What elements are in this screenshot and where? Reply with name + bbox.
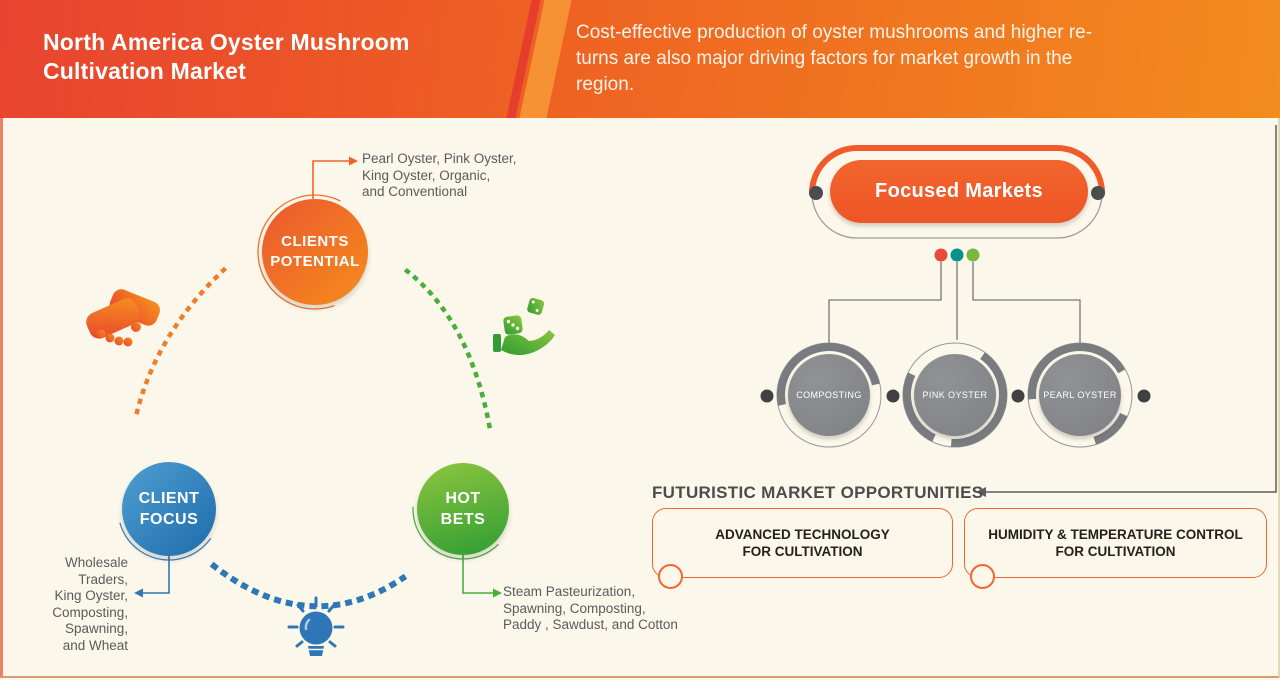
note-line: Paddy , Sawdust, and Cotton [503, 617, 678, 632]
page-title-line: North America Oyster Mushroom [43, 29, 410, 55]
header-description-line: region. [576, 74, 635, 95]
legend-dot-teal [950, 248, 964, 262]
note-line: and Wheat [62, 637, 128, 653]
lightbulb-icon [287, 596, 345, 656]
market-circle-composting: COMPOSTING [788, 354, 870, 436]
note-line: Spawning, Composting, [503, 600, 646, 616]
opportunity-box-line: HUMIDITY & TEMPERATURE CONTROL [988, 527, 1243, 542]
clients-potential-circle: CLIENTS POTENTIAL [262, 199, 368, 305]
orange-dotted-arc [134, 262, 232, 415]
hot-bets-callout-line [462, 555, 502, 598]
opportunities-heading: FUTURISTIC MARKET OPPORTUNITIES [652, 483, 984, 502]
circle-label-line: HOT [445, 490, 481, 507]
note-line: King Oyster, Organic, [362, 167, 491, 183]
note-line: Traders, [78, 571, 128, 587]
arrow-right-icon [349, 156, 358, 166]
focused-markets-pill: Focused Markets [830, 160, 1088, 223]
circle-label-line: FOCUS [139, 511, 199, 528]
arrow-left-icon [134, 588, 143, 598]
client-focus-circle: CLIENT FOCUS [122, 462, 216, 556]
note-line: King Oyster, [54, 588, 128, 603]
page-title-line: Cultivation Market [43, 58, 246, 84]
arrow-right-icon [493, 588, 502, 598]
opportunity-box-line: ADVANCED TECHNOLOGY [715, 527, 890, 542]
tree-connector [828, 262, 1081, 344]
circle-label-line: CLIENTS [281, 233, 349, 250]
focused-markets-label: Focused Markets [875, 180, 1043, 202]
header-description: Cost-effective production of oyster mush… [576, 20, 1092, 98]
header-banner: North America Oyster Mushroom Cultivatio… [0, 0, 1280, 118]
circle-label-line: CLIENT [138, 490, 200, 507]
legend-dot-green [966, 248, 980, 262]
hot-bets-note: Steam Pasteurization, Spawning, Composti… [503, 584, 678, 634]
green-dotted-arc [403, 267, 494, 438]
market-circle-label: COMPOSTING [796, 390, 862, 400]
market-circle-pink-oyster: PINK OYSTER [914, 354, 996, 436]
note-line: Spawning, [64, 621, 128, 636]
note-line: Wholesale [64, 555, 128, 570]
note-line: Steam Pasteurization, [503, 584, 636, 599]
header-description-line: turns are also major driving factors for… [576, 48, 1073, 69]
blue-dotted-arc [209, 561, 408, 610]
market-circle-pearl-oyster: PEARL OYSTER [1039, 354, 1121, 436]
circle-label-line: POTENTIAL [270, 253, 360, 270]
opportunity-box-line: FOR CULTIVATION [1055, 544, 1176, 559]
corner-dot-icon [970, 564, 995, 589]
ring-end-dot [1091, 186, 1105, 200]
header-description-line: Cost-effective production of oyster mush… [576, 22, 1093, 43]
client-focus-callout-line [134, 556, 170, 598]
opportunity-box-humidity-temperature: HUMIDITY & TEMPERATURE CONTROL FOR CULTI… [964, 508, 1267, 589]
note-line: Pearl Oyster, Pink Oyster, [362, 151, 517, 166]
clients-potential-note: Pearl Oyster, Pink Oyster, King Oyster, … [362, 151, 517, 201]
ring-end-dot [809, 186, 823, 200]
opportunity-box-advanced-technology: ADVANCED TECHNOLOGY FOR CULTIVATION [652, 508, 953, 589]
clients-potential-callout-line [312, 156, 358, 199]
client-focus-note: Wholesale Traders, King Oyster, Composti… [26, 555, 128, 654]
market-circle-label: PINK OYSTER [922, 390, 988, 400]
circle-label-line: BETS [440, 511, 486, 528]
opportunity-box-line: FOR CULTIVATION [742, 544, 863, 559]
handshake-icon [86, 289, 160, 347]
hot-bets-circle: HOT BETS [417, 463, 509, 555]
corner-dot-icon [658, 564, 683, 589]
note-line: Composting, [52, 604, 128, 620]
note-line: and Conventional [362, 184, 468, 199]
page-title: North America Oyster Mushroom Cultivatio… [43, 28, 410, 86]
dice-hand-icon [493, 297, 555, 356]
legend-dot-red [934, 248, 948, 262]
market-circle-label: PEARL OYSTER [1043, 390, 1117, 400]
